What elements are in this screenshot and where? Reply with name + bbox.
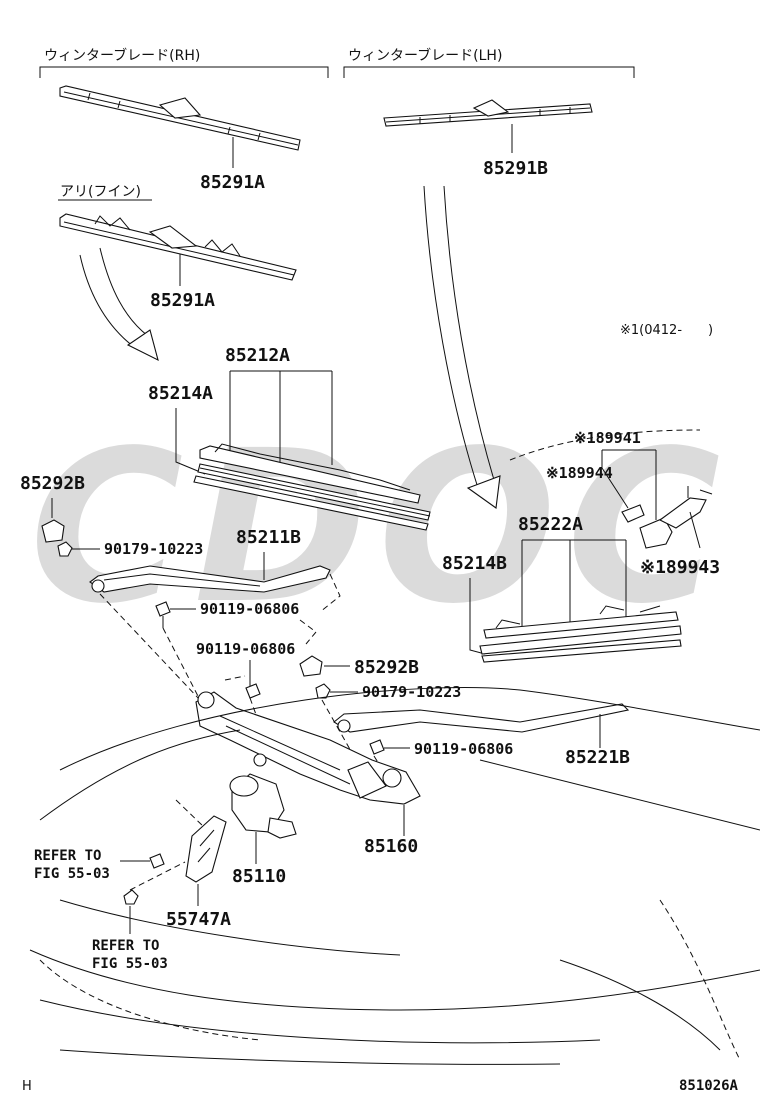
part-89943-bracket	[639, 486, 713, 549]
part-label-85221b: 85221B	[565, 747, 630, 768]
part-label-55747a: 55747A	[166, 909, 231, 930]
header-ari: アリ(フイン)	[60, 184, 141, 200]
refer-label-2b: FIG 55-03	[92, 956, 168, 972]
vehicle-body-outline	[29, 687, 760, 1065]
wiper-arm-rh	[89, 565, 331, 593]
part-label-85212a: 85212A	[225, 345, 290, 366]
part-label-90179-2: 90179-10223	[362, 683, 461, 701]
header-lh: ウィンターブレード(LH)	[348, 47, 502, 64]
part-label-89944: ※189944	[546, 464, 613, 482]
bolt-90119-1	[155, 601, 171, 628]
part-label-85222a: 85222A	[518, 514, 583, 535]
nut-90179-2	[315, 683, 331, 699]
part-label-85211b: 85211B	[236, 527, 301, 548]
wiper-linkage-85160	[195, 691, 421, 805]
part-label-90179-1: 90179-10223	[104, 540, 203, 558]
part-label-90119-3: 90119-06806	[414, 740, 513, 758]
watermark: CDOC	[29, 405, 730, 650]
refer-label-1b: FIG 55-03	[34, 866, 110, 882]
bolt-90119-2	[245, 683, 261, 699]
header-bracket-rh	[39, 66, 329, 78]
part-label-85214a: 85214A	[148, 383, 213, 404]
cap-85292b-1	[41, 519, 65, 543]
winter-blade-rh	[59, 85, 301, 151]
part-label-90119-1: 90119-06806	[200, 600, 299, 618]
wiper-motor-85110	[229, 773, 297, 839]
part-89944	[621, 504, 645, 523]
part-label-85214b: 85214B	[442, 553, 507, 574]
footer-left: H	[22, 1079, 32, 1094]
bolt-90119-3	[369, 739, 385, 755]
part-label-85291a-2: 85291A	[150, 290, 215, 311]
refer-label-2a: REFER TO	[92, 938, 159, 954]
part-label-85291a-1: 85291A	[200, 172, 265, 193]
header-bracket-lh	[343, 66, 635, 78]
part-label-85110: 85110	[232, 866, 286, 887]
part-label-85160: 85160	[364, 836, 418, 857]
nut-90179-1	[57, 541, 73, 557]
bolt-refer-1	[149, 853, 165, 869]
cap-85292b-2	[299, 655, 323, 677]
refer-label-1a: REFER TO	[34, 848, 101, 864]
note-label: ※1(0412- )	[620, 323, 713, 338]
wiper-blade-assy-rh	[193, 443, 431, 531]
footer-figure-code: 851026A	[679, 1078, 739, 1094]
winter-blade-lh	[383, 99, 593, 127]
part-label-85292b-2: 85292B	[354, 657, 419, 678]
bolt-refer-2	[123, 889, 139, 905]
part-label-85292b-1: 85292B	[20, 473, 85, 494]
wiper-arm-lh	[333, 703, 630, 733]
part-label-89943: ※189943	[640, 557, 720, 578]
part-label-85291b: 85291B	[483, 158, 548, 179]
header-rh: ウィンターブレード(RH)	[44, 47, 200, 64]
arrow-lh	[423, 185, 501, 509]
part-label-90119-2: 90119-06806	[196, 640, 295, 658]
wiper-blade-assy-lh	[479, 605, 682, 663]
part-label-89941: ※189941	[574, 429, 641, 447]
arrow-rh	[79, 247, 159, 362]
winter-blade-rh-fin	[59, 213, 297, 281]
bracket-55747a	[185, 815, 227, 883]
